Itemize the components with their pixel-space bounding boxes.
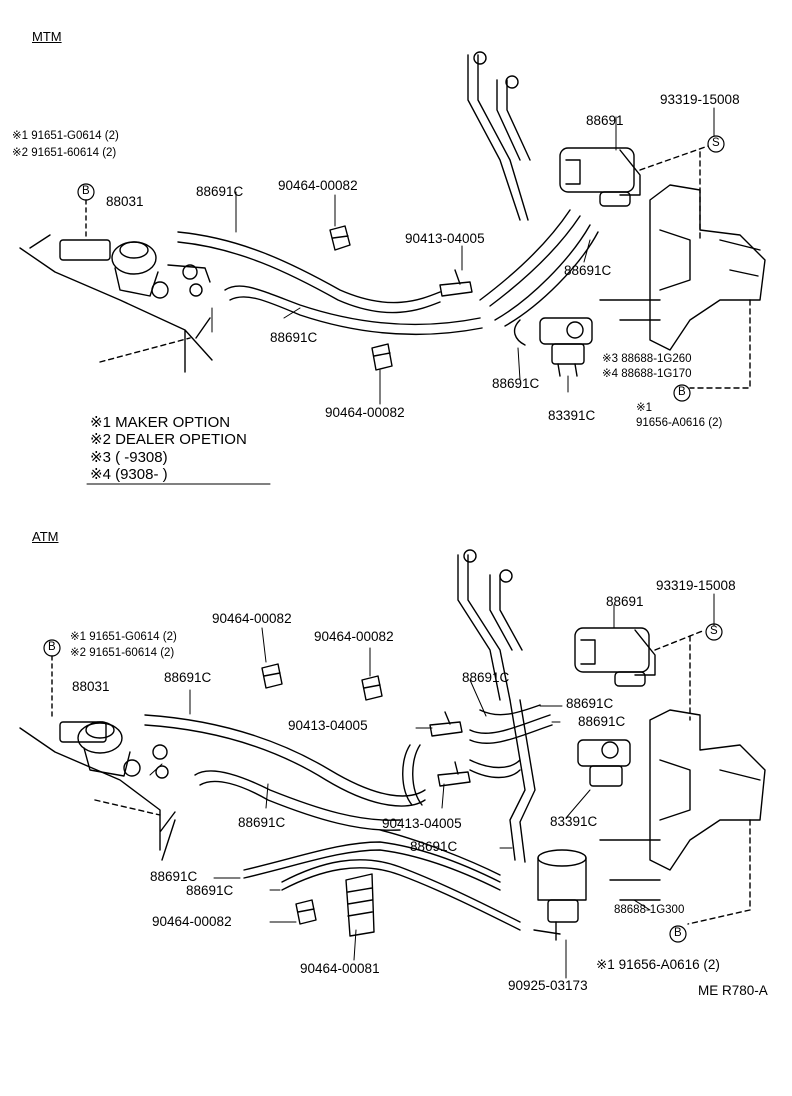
atm-egr-valve-88031 [59,721,169,779]
mtm-clip-bottom [371,343,393,371]
atm-label-hose1: 88691C [164,670,212,685]
atm-label-clip-b: 90464-00082 [314,629,394,644]
atm-label-90413b: 90413-04005 [382,816,462,831]
mtm-circle-b-label: B [82,185,90,197]
atm-hose-long [243,829,521,931]
atm-vacuum-valve-83391c [577,739,631,787]
mtm-label-bolt: 91656-A0616 (2) [636,417,723,429]
mtm-label-hose1: 88691C [196,184,244,199]
mtm-label-93319: 93319-15008 [660,92,740,107]
atm-label-hose5: 88691C [238,815,286,830]
note-2: ※2 DEALER OPETION [90,431,247,448]
mtm-label-clip1: 90464-00082 [278,178,358,193]
mtm-leaders [211,107,715,405]
mtm-label-88031: 88031 [106,194,144,209]
mtm-bracket [599,184,766,351]
atm-label-option1: ※1 91651-G0614 (2) [70,631,177,643]
atm-label-hose8: 88691C [186,883,234,898]
mtm-vacuum-valve-83391c [539,317,593,377]
atm-dash-s [654,629,706,721]
atm-label-clip-c: 90464-00082 [152,914,232,929]
atm-label-hose4: 88691C [578,714,626,729]
note-1: ※1 MAKER OPTION [90,414,231,431]
atm-top-tubes [457,554,523,701]
atm-label-hose7: 88691C [150,869,198,884]
mtm-label-hose2: 88691C [564,263,612,278]
atm-hose-lower [194,770,401,831]
atm-label-bolt: ※1 91656-A0616 (2) [596,957,720,972]
mtm-clip-top [329,225,351,251]
atm-label-90413a: 90413-04005 [288,718,368,733]
atm-clip-b [361,675,383,701]
atm-label-hose6: 88691C [410,839,458,854]
mtm-label-vsv4: ※4 88688-1G170 [602,368,692,380]
note-4: ※4 (9308- ) [90,466,168,483]
atm-bracket [599,709,766,901]
mtm-label-vsv3: ※3 88688-1G260 [602,353,692,365]
mtm-label-bolt-note: ※1 [636,402,653,414]
atm-label-hose2: 88691C [462,670,510,685]
atm-label-83391c: 83391C [550,814,598,829]
atm-vsv-88691 [574,627,656,687]
atm-label-88031: 88031 [72,679,110,694]
mtm-label-90413: 90413-04005 [405,231,485,246]
atm-engine-dash [94,799,161,816]
atm-hose-center [402,699,553,863]
mtm-label-hose3: 88691C [270,330,318,345]
mtm-engine-dash [99,337,191,363]
atm-heading: ATM [32,529,59,544]
mtm-label-option1: ※1 91651-G0614 (2) [12,130,119,142]
atm-engine-outline [19,727,176,861]
atm-clip-c [295,899,317,925]
mtm-label-option2: ※2 91651-60614 (2) [12,147,117,159]
atm-hose-upper [144,714,426,807]
atm-canister-90925 [533,849,587,941]
atm-circle-s-label: S [710,625,718,637]
mtm-dash-b [689,299,751,389]
mtm-label-83391c: 83391C [548,408,596,423]
mtm-circle-s-label: S [712,137,720,149]
atm-circle-b-label: B [48,641,56,653]
atm-tee-90413a [429,711,463,737]
mtm-tee-90413 [439,269,473,297]
atm-label-clip-d: 90464-00081 [300,961,380,976]
mtm-hose-88691c-upper [177,231,441,314]
atm-tee-90413b [437,761,471,787]
mtm-circle-b2-label: B [678,386,686,398]
atm-clip-d [345,873,375,937]
atm-leaders [149,593,715,979]
atm-label-90925: 90925-03173 [508,978,588,993]
mtm-egr-valve-88031 [59,239,211,299]
mtm-vsv-88691 [559,147,641,207]
mtm-label-88691: 88691 [586,113,624,128]
atm-circle-b2-label: B [674,927,682,939]
mtm-hose-88691c-lower [224,285,483,336]
note-3: ※3 ( -9308) [90,449,168,466]
atm-label-option2: ※2 91651-60614 (2) [70,647,175,659]
mtm-hose-88691c-right [479,209,599,346]
atm-label-88688: 88688-1G300 [614,904,685,916]
mtm-label-clip2: 90464-00082 [325,405,405,420]
atm-label-88691: 88691 [606,594,644,609]
mtm-top-tubes [467,54,531,221]
atm-label-clip-a: 90464-00082 [212,611,292,626]
atm-diagram [19,549,766,979]
mtm-diagram [19,51,766,485]
atm-label-93319: 93319-15008 [656,578,736,593]
mtm-engine-outline [19,234,213,373]
mtm-heading: MTM [32,29,62,44]
atm-label-hose3: 88691C [566,696,614,711]
mtm-label-hose4: 88691C [492,376,540,391]
atm-dash-b [687,819,751,925]
atm-label-ref: ME R780-A [698,983,768,998]
atm-clip-a [261,663,283,689]
